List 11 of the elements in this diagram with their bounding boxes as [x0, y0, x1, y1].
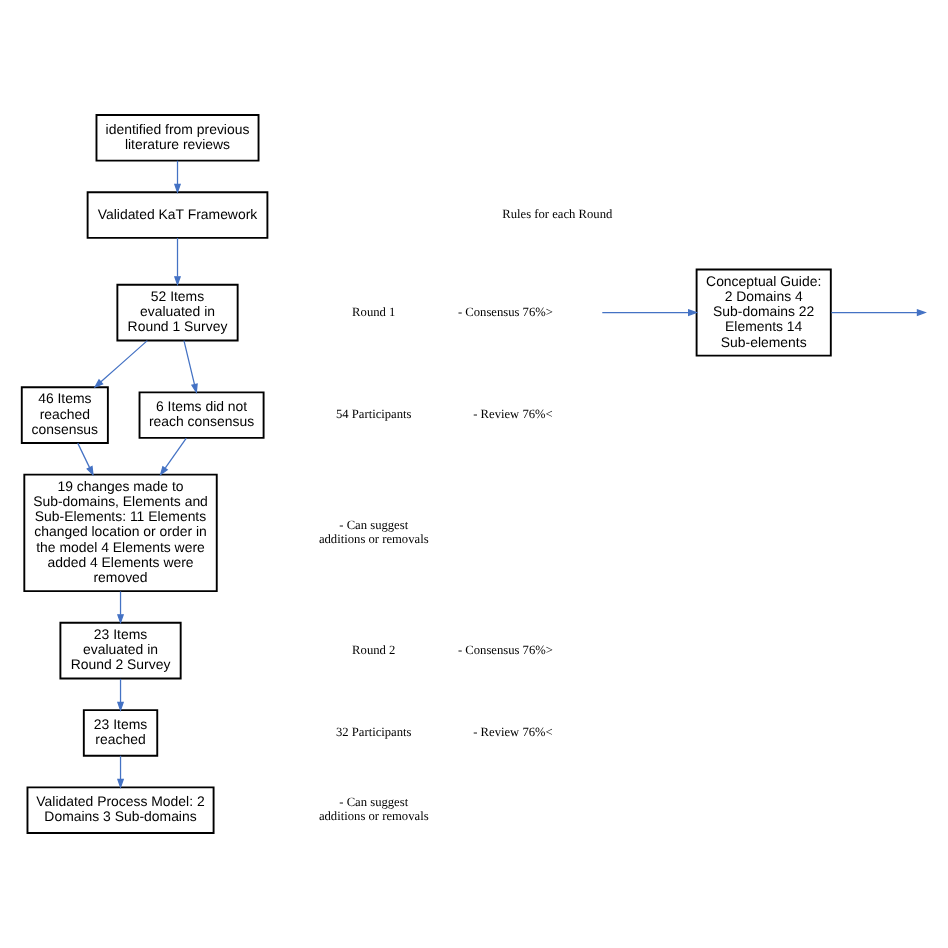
arrow [183, 340, 198, 394]
arrow [601, 309, 699, 317]
arrow [830, 309, 927, 317]
arrow [117, 678, 125, 712]
arrow [77, 442, 94, 477]
arrow [173, 160, 182, 194]
arrow [117, 755, 125, 789]
arrow [159, 437, 187, 477]
arrow [93, 340, 148, 389]
arrow [117, 590, 125, 625]
arrow [173, 237, 182, 287]
